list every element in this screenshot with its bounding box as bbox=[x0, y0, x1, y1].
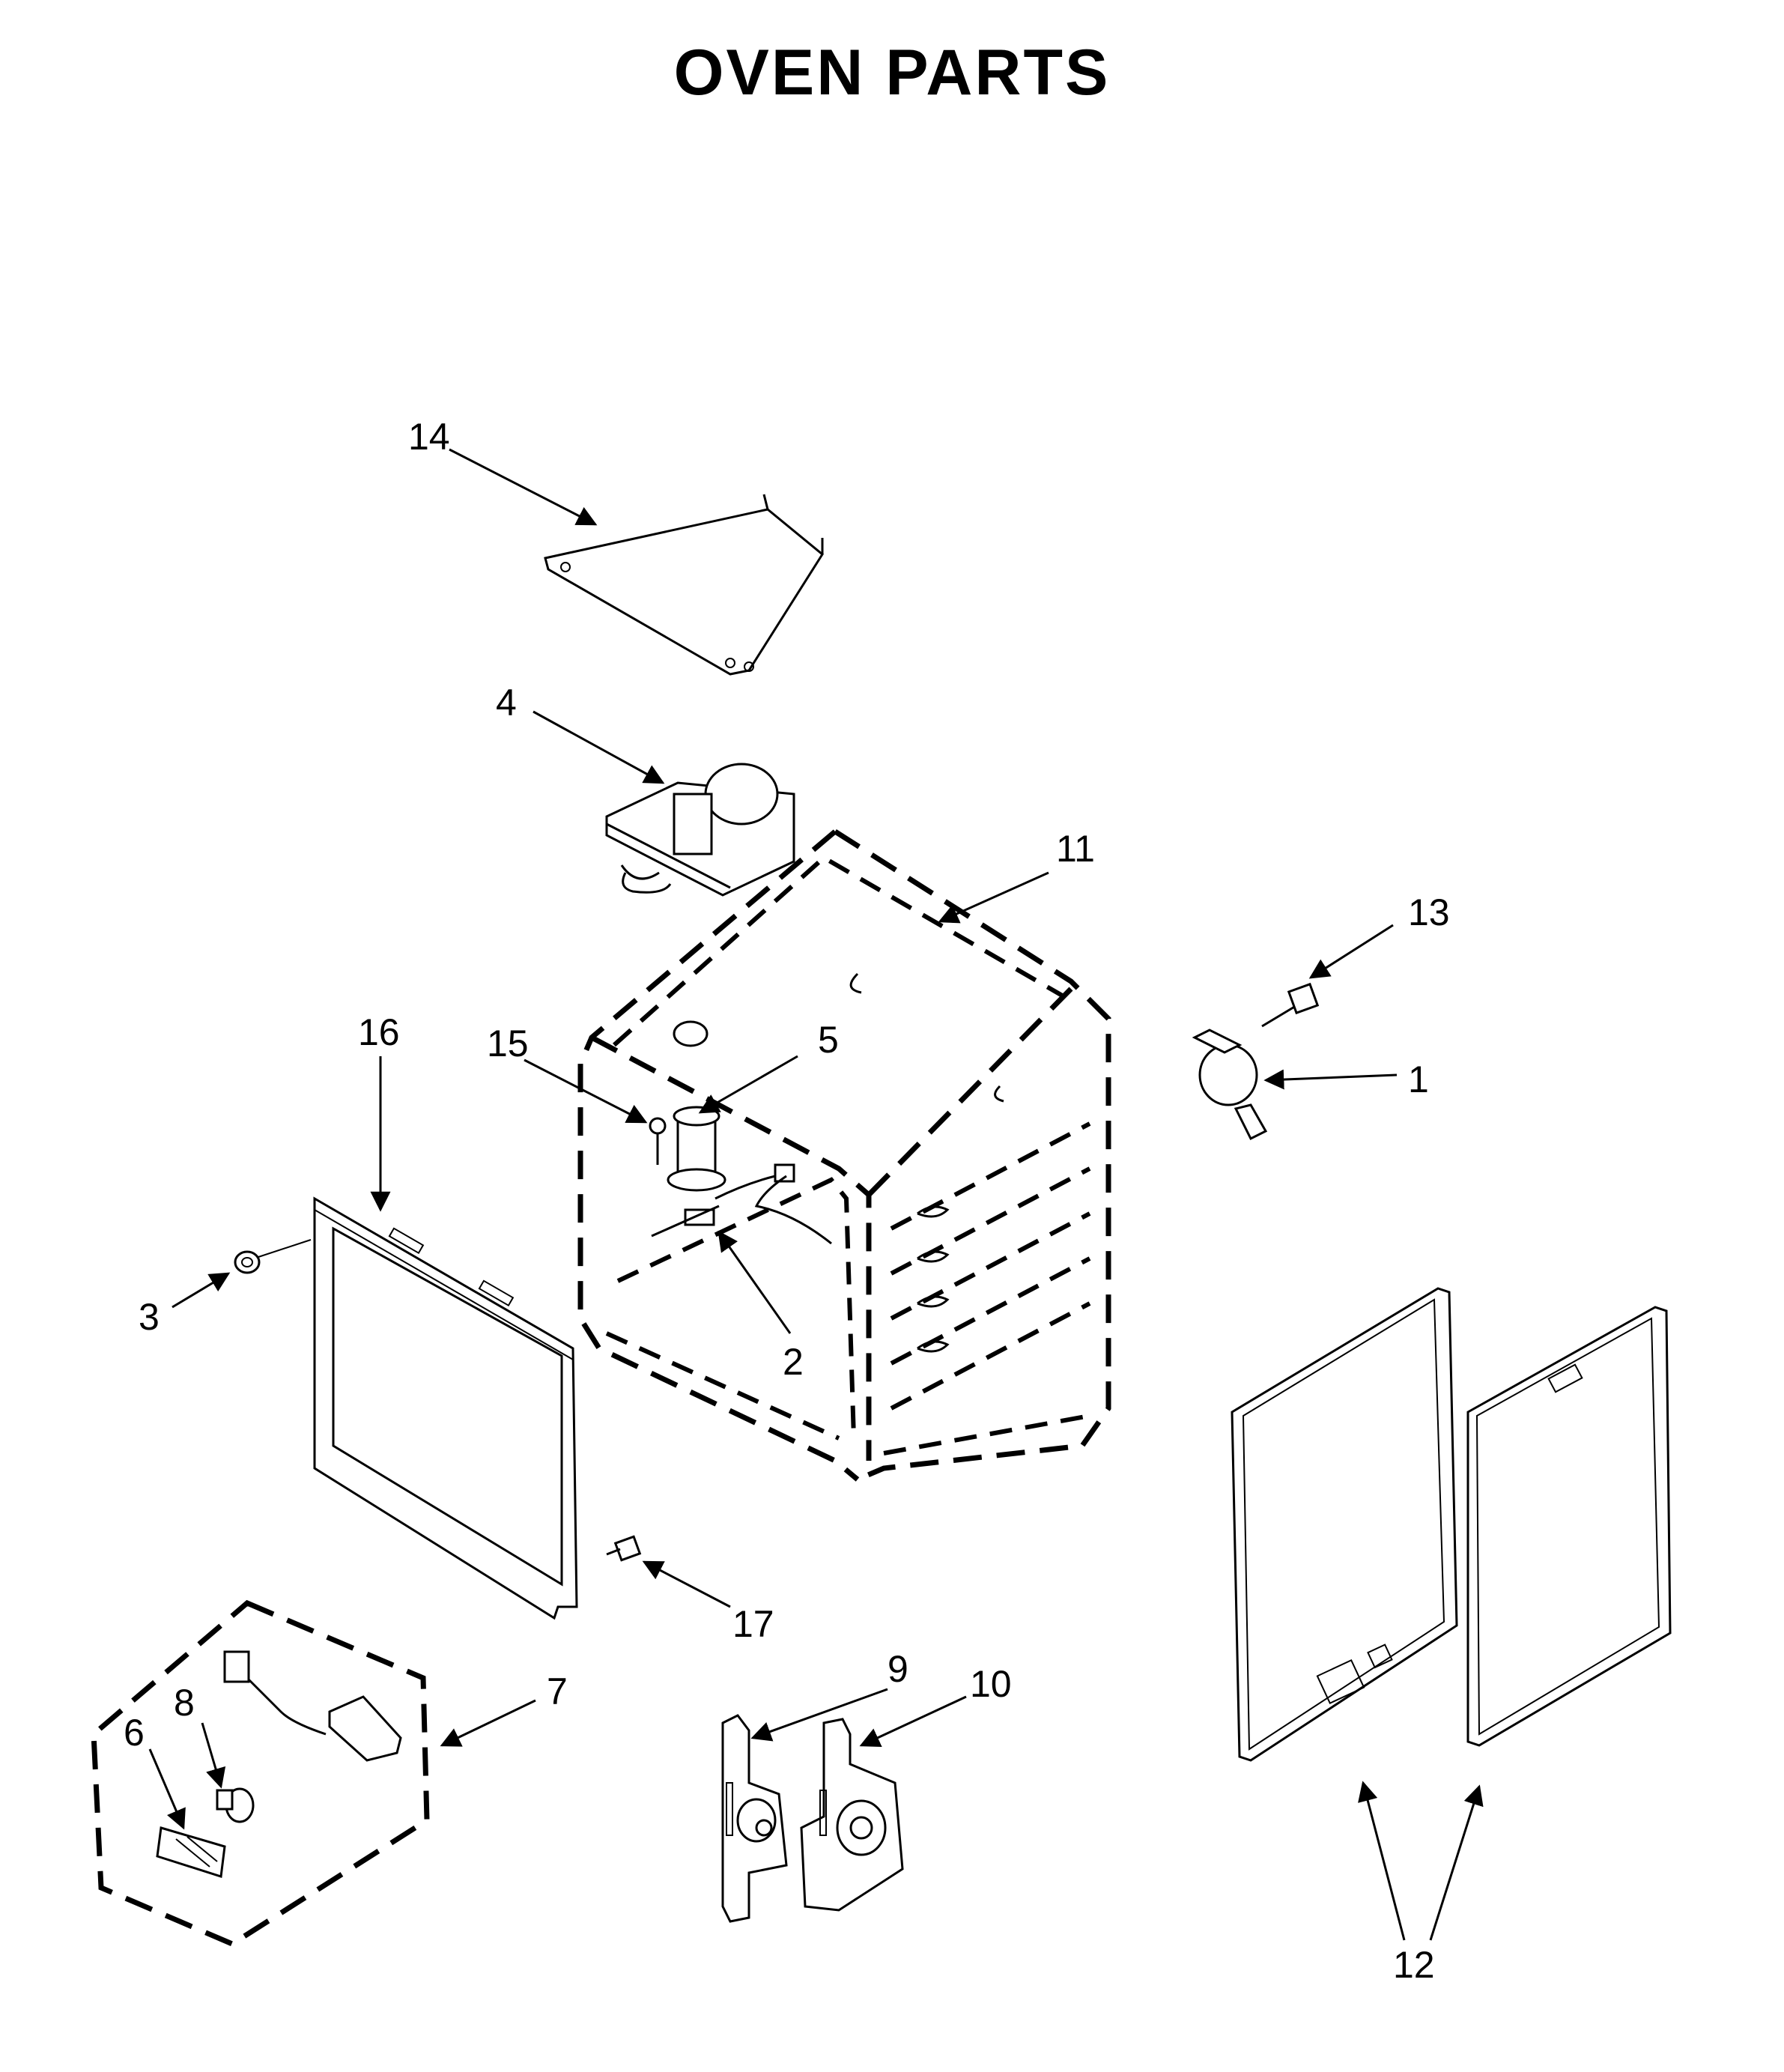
part-9-hinge-left[interactable] bbox=[721, 1714, 788, 1923]
callout-7: 7 bbox=[547, 1670, 568, 1712]
callout-10: 10 bbox=[970, 1663, 1012, 1705]
part-14-bracket[interactable] bbox=[544, 494, 824, 676]
callout-1: 1 bbox=[1408, 1058, 1429, 1100]
part-8-light-bulb[interactable] bbox=[216, 1787, 255, 1823]
callout-8: 8 bbox=[174, 1682, 195, 1724]
part-10-hinge-right[interactable] bbox=[800, 1718, 904, 1912]
part-11-oven-cavity[interactable] bbox=[577, 829, 1111, 1482]
callout-labels: 14 4 11 13 1 5 15 16 2 3 17 7 8 6 9 10 1… bbox=[124, 416, 1450, 1986]
callout-6: 6 bbox=[124, 1712, 145, 1754]
callout-3: 3 bbox=[139, 1296, 160, 1338]
part-1-thermal-fuse[interactable] bbox=[1192, 1029, 1268, 1141]
callout-14: 14 bbox=[408, 416, 450, 458]
part-17-screw[interactable] bbox=[606, 1535, 642, 1562]
callout-13: 13 bbox=[1408, 891, 1450, 933]
part-12-side-panel-left[interactable] bbox=[1231, 1287, 1458, 1762]
part-16-door-frame[interactable] bbox=[313, 1196, 578, 1620]
page-title: OVEN PARTS bbox=[673, 37, 1111, 109]
callout-4: 4 bbox=[496, 682, 517, 724]
part-4-door-latch[interactable] bbox=[605, 763, 795, 897]
callout-9: 9 bbox=[888, 1648, 908, 1690]
part-7-light-assembly[interactable] bbox=[91, 1599, 430, 1947]
callout-12: 12 bbox=[1393, 1944, 1435, 1986]
callout-5: 5 bbox=[818, 1019, 839, 1061]
callout-11: 11 bbox=[1056, 828, 1095, 870]
callout-16: 16 bbox=[358, 1011, 400, 1053]
callout-17: 17 bbox=[732, 1603, 774, 1645]
part-12-side-panel-right[interactable] bbox=[1466, 1306, 1672, 1747]
part-6-light-lens[interactable] bbox=[156, 1826, 226, 1878]
part-13-screw[interactable] bbox=[1261, 982, 1320, 1028]
leader-lines bbox=[148, 448, 1484, 1941]
callout-2: 2 bbox=[783, 1341, 804, 1383]
callout-15: 15 bbox=[487, 1023, 529, 1064]
part-3-bumper[interactable] bbox=[234, 1239, 312, 1274]
